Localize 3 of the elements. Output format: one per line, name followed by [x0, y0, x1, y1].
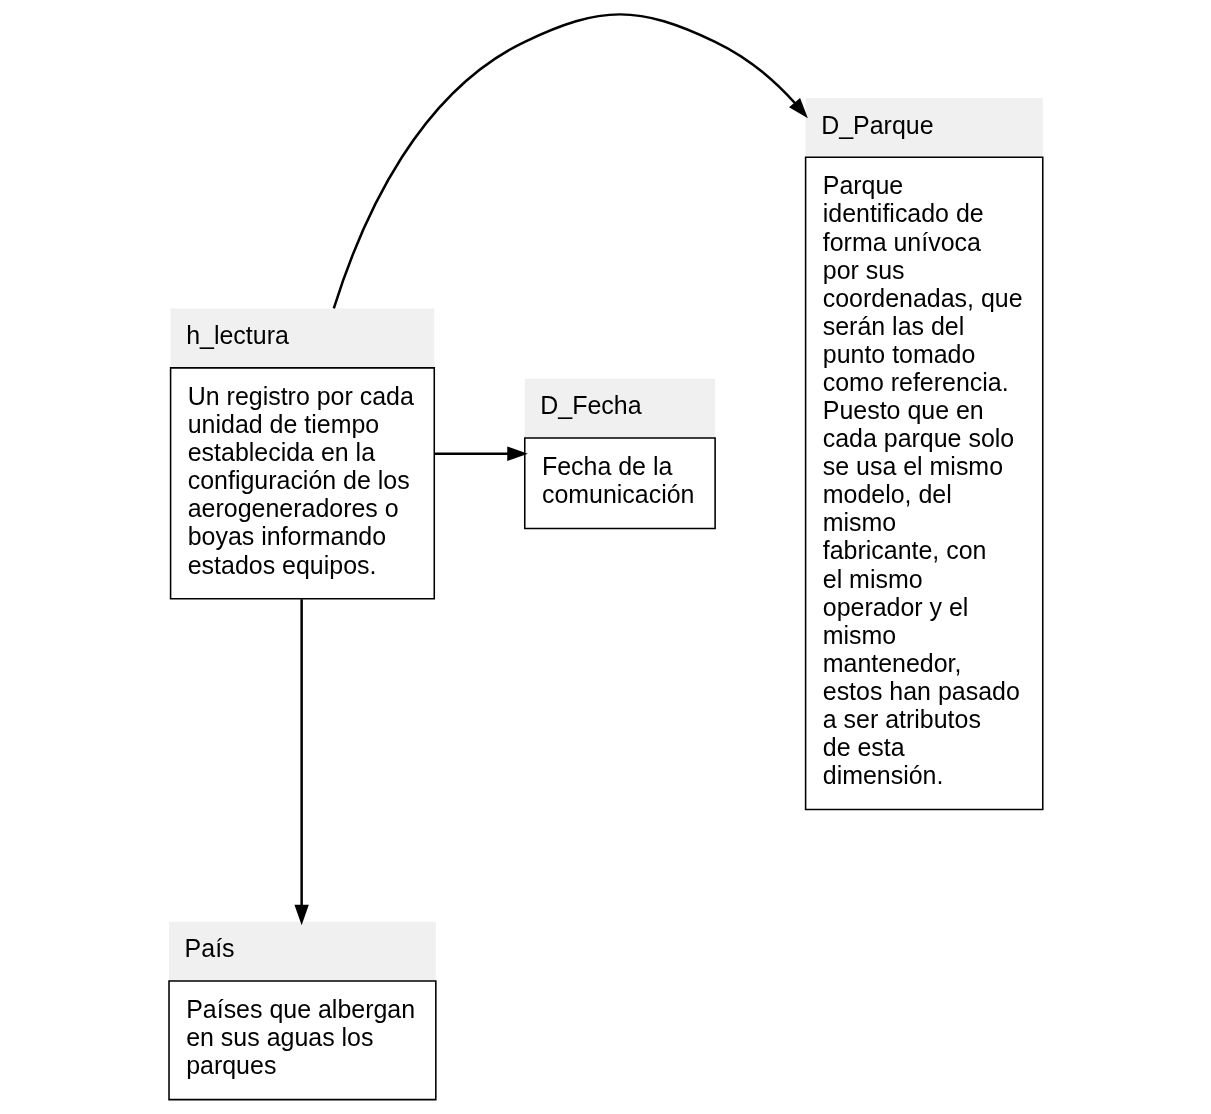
arrow: [332, 13, 808, 309]
arrow: [294, 599, 309, 926]
arrow: [434, 446, 528, 461]
